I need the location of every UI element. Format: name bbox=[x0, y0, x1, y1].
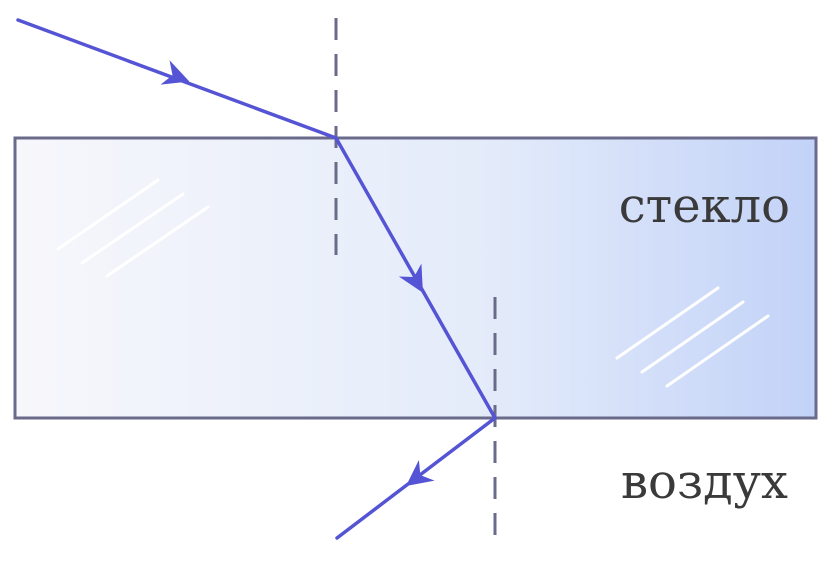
glare-marks-right bbox=[615, 286, 770, 388]
glass-label: стекло bbox=[619, 178, 790, 234]
air-label: воздух bbox=[621, 454, 788, 510]
arrowhead-icon bbox=[160, 60, 435, 487]
glare-marks-left bbox=[56, 178, 210, 278]
